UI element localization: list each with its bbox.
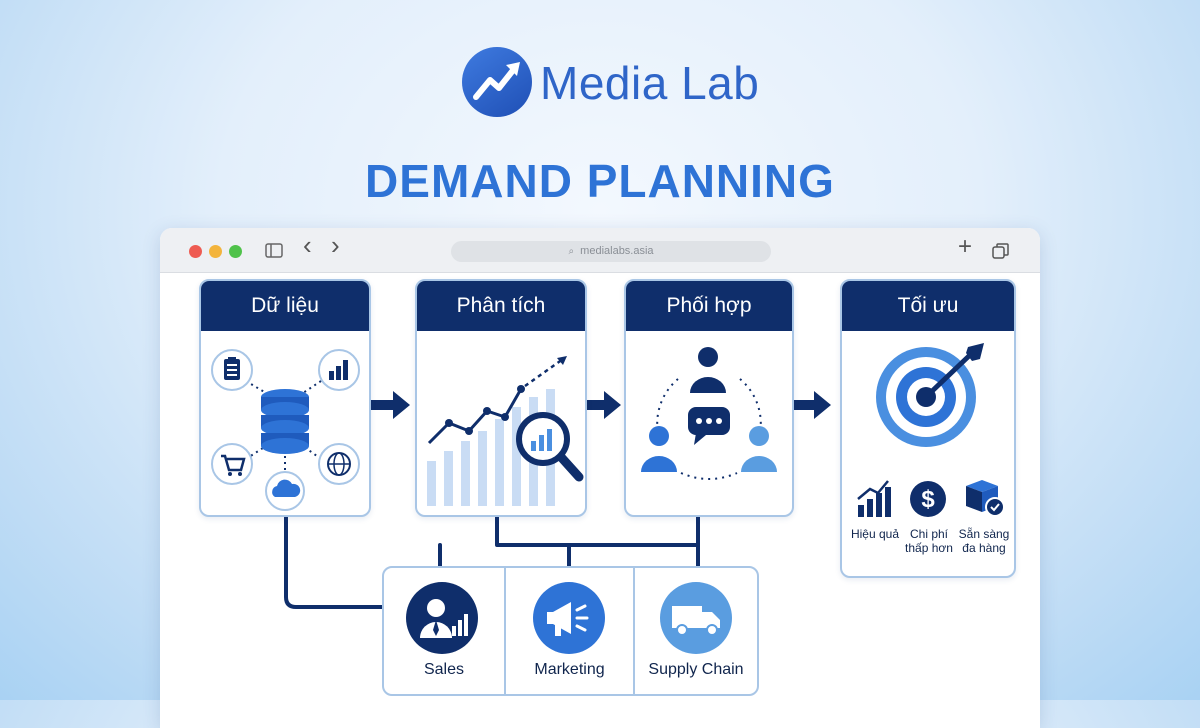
outcome-label: Chi phí thấp hơn	[905, 527, 953, 555]
tabs-overview-icon[interactable]	[992, 243, 1009, 265]
flow-arrow-2	[583, 391, 621, 419]
cloud-icon	[265, 471, 305, 511]
data-sources-illustration	[211, 349, 360, 511]
search-icon: ⌕	[568, 246, 575, 257]
stage-card-optimization: Tối ưu $ Hiệu quả Chi phí thấp hơn Sẵn s…	[840, 279, 1016, 578]
stage-card-analysis: Phân tích	[415, 279, 587, 517]
target-icon	[876, 343, 984, 447]
person-top-icon	[690, 347, 726, 393]
browser-toolbar: ‹ › ⌕ medialabs.asia +	[160, 228, 1040, 273]
sales-person-icon	[406, 582, 478, 654]
connector-lines	[284, 391, 831, 609]
new-tab-icon[interactable]: +	[958, 233, 973, 260]
stage-card-data: Dữ liệu	[199, 279, 371, 517]
bar-chart-icon	[318, 349, 360, 391]
department-supply-chain: Supply Chain	[635, 568, 757, 694]
globe-icon	[318, 443, 360, 485]
department-marketing: Marketing	[506, 568, 633, 694]
person-left-icon	[641, 426, 677, 472]
brand-name: Media Lab	[540, 57, 760, 109]
minimize-window-button[interactable]	[209, 245, 222, 258]
stage-title: Phân tích	[417, 281, 585, 331]
person-right-icon	[741, 426, 777, 472]
trend-line	[427, 388, 523, 445]
address-url: medialabs.asia	[580, 245, 654, 257]
clipboard-icon	[211, 349, 253, 391]
analysis-illustration	[427, 356, 584, 506]
department-label: Supply Chain	[648, 661, 744, 678]
media-lab-logo-icon	[462, 47, 532, 117]
department-sales: Sales	[384, 568, 504, 694]
department-label: Sales	[423, 661, 465, 678]
database-icon	[261, 389, 309, 454]
stage-title: Phối hợp	[626, 281, 792, 331]
stage-title: Tối ưu	[842, 281, 1014, 331]
address-bar[interactable]: ⌕ medialabs.asia	[451, 241, 771, 262]
maximize-window-button[interactable]	[229, 245, 242, 258]
truck-icon	[660, 582, 732, 654]
cart-icon	[211, 443, 253, 485]
departments-panel: Sales Marketing Supply Chain	[382, 566, 759, 696]
outcome-label: Sẵn sàng đa hàng	[958, 527, 1010, 555]
outcome-label: Hiệu quả	[850, 527, 900, 541]
chat-bubble-icon	[688, 407, 730, 445]
back-icon[interactable]: ‹	[303, 230, 312, 260]
close-window-button[interactable]	[189, 245, 202, 258]
department-label: Marketing	[534, 661, 605, 678]
page-title: DEMAND PLANNING	[365, 155, 835, 207]
magnifier-icon	[516, 412, 584, 482]
dollar-icon: $	[910, 481, 946, 517]
svg-text:$: $	[921, 486, 935, 513]
flow-arrow-3	[792, 391, 831, 419]
flow-arrow-1	[369, 391, 410, 419]
flow-arrows	[369, 391, 831, 419]
stage-title: Dữ liệu	[201, 281, 369, 331]
megaphone-icon	[533, 582, 605, 654]
package-check-icon	[966, 480, 1005, 517]
sidebar-toggle-icon[interactable]	[265, 243, 283, 263]
stage-card-collaboration: Phối hợp	[624, 279, 794, 517]
efficiency-icon	[857, 480, 891, 517]
forward-icon[interactable]: ›	[331, 230, 340, 260]
collaboration-illustration	[641, 347, 777, 480]
